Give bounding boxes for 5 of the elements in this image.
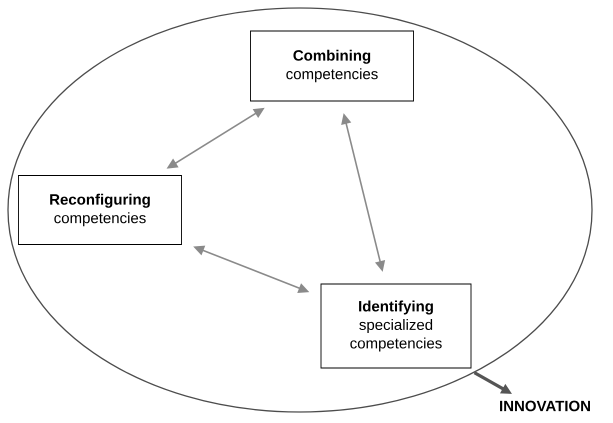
process-box: Reconfiguring competencies <box>18 175 182 245</box>
process-box: Combining competencies <box>250 30 414 102</box>
boundary-ellipse <box>7 7 593 413</box>
process-box: Identifying specialized competencies <box>320 284 472 368</box>
outcome-label: INNOVATION <box>500 400 590 412</box>
